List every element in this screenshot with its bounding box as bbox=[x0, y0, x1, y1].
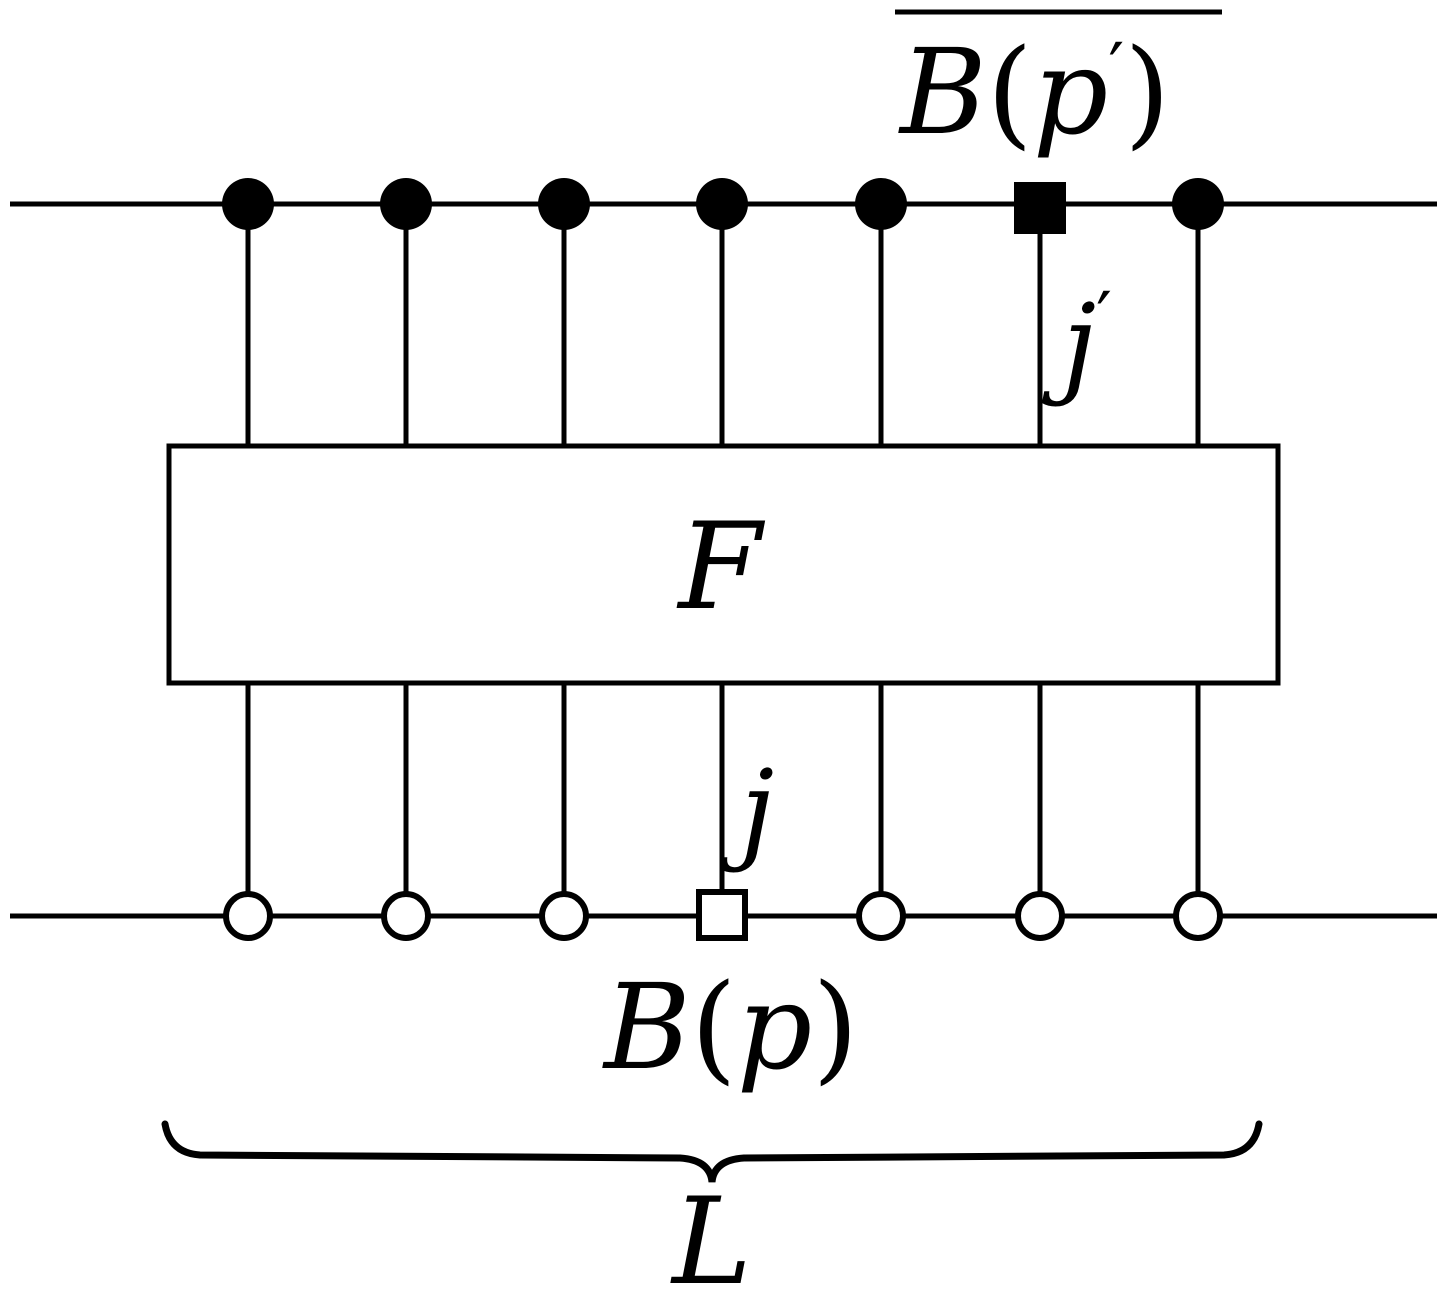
bottom-markers bbox=[223, 889, 1223, 941]
bottom-open-circle-2 bbox=[381, 891, 431, 941]
bottom-open-circle-6 bbox=[1015, 891, 1065, 941]
top-filled-circle-7 bbox=[1172, 178, 1224, 230]
vertical-legs bbox=[245, 204, 1201, 916]
top-filled-circle-3 bbox=[538, 178, 590, 230]
top-index-label-j-prime: j′ bbox=[1041, 277, 1112, 408]
top-filled-circle-4 bbox=[696, 178, 748, 230]
brace-label-L: L bbox=[670, 1173, 752, 1291]
bottom-open-circle-7 bbox=[1173, 891, 1223, 941]
bottom-label-B-p: B(p) bbox=[602, 958, 858, 1096]
top-markers bbox=[222, 178, 1224, 234]
bottom-open-circle-5 bbox=[856, 891, 906, 941]
bottom-open-circle-1 bbox=[223, 891, 273, 941]
box-label-F: F bbox=[676, 498, 765, 637]
top-filled-square-6 bbox=[1014, 182, 1066, 234]
bottom-index-label-j: j bbox=[719, 746, 774, 874]
underbrace bbox=[161, 1120, 1263, 1183]
operator-box-F bbox=[166, 443, 1281, 686]
top-filled-circle-1 bbox=[222, 178, 274, 230]
bottom-open-circle-3 bbox=[539, 891, 589, 941]
bottom-open-square-4 bbox=[696, 889, 748, 941]
top-label-B-p-prime: B(p′) bbox=[898, 23, 1170, 161]
top-filled-circle-2 bbox=[380, 178, 432, 230]
top-filled-circle-5 bbox=[855, 178, 907, 230]
